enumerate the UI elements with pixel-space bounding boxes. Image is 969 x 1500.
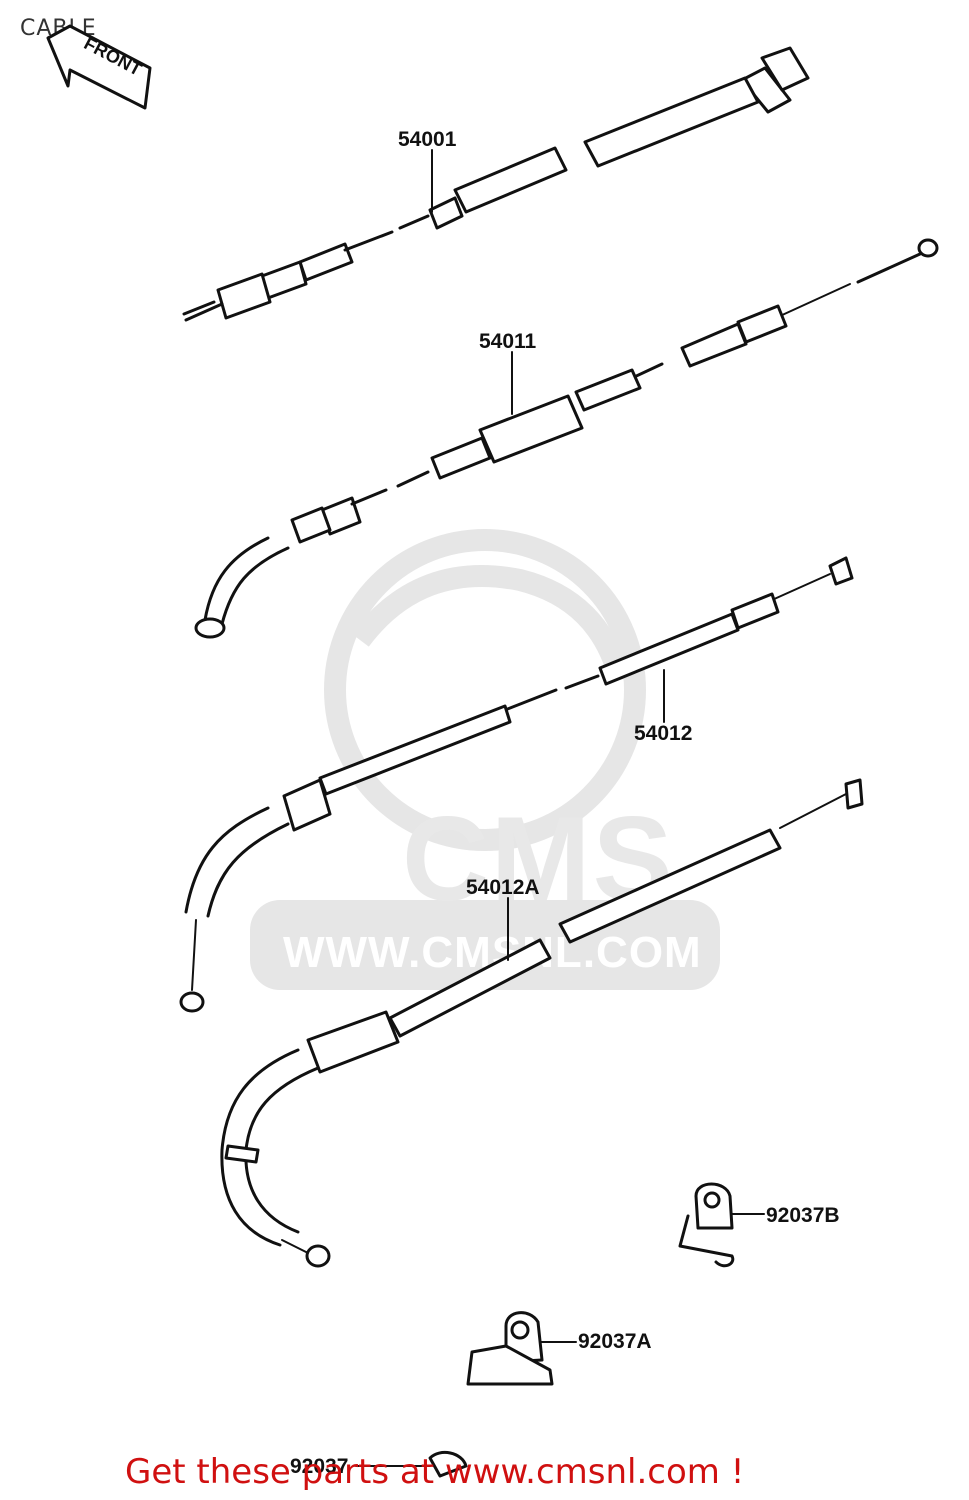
front-arrow-icon: FRONT [46,24,152,110]
part-label-92037a: 92037A [578,1330,652,1353]
choke-cable-drawing [194,238,939,639]
clamp-b-drawing [678,1182,735,1268]
clamp-drawing [428,1450,468,1478]
part-label-54001: 54001 [398,128,457,151]
throttle-cable-drawing [179,556,854,1013]
footer-link-text[interactable]: Get these parts at www.cmsnl.com ! [125,1452,745,1492]
part-label-92037b: 92037B [766,1204,840,1227]
part-label-54012: 54012 [634,722,693,745]
leader-lines [355,149,765,1467]
throttle-cable-alt-drawing [220,778,864,1268]
part-label-92037: 92037 [290,1455,349,1478]
speedometer-cable-drawing [182,46,810,322]
part-label-54012a: 54012A [466,876,540,899]
part-label-54011: 54011 [479,330,537,353]
clamp-a-drawing [466,1311,554,1386]
